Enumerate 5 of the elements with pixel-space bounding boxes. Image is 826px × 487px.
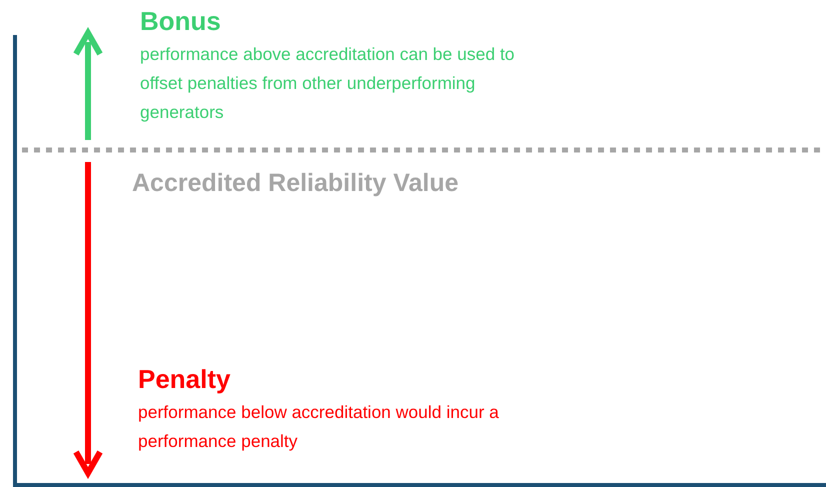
reference-label: Accredited Reliability Value	[132, 168, 459, 199]
heading: Bonus	[140, 5, 221, 38]
heading: Penalty	[138, 363, 230, 396]
description: performance below accreditation would incur a performance penalty	[138, 401, 500, 453]
description: performance above accreditation can be used to offset penalties from other underperforming generators	[140, 43, 516, 124]
